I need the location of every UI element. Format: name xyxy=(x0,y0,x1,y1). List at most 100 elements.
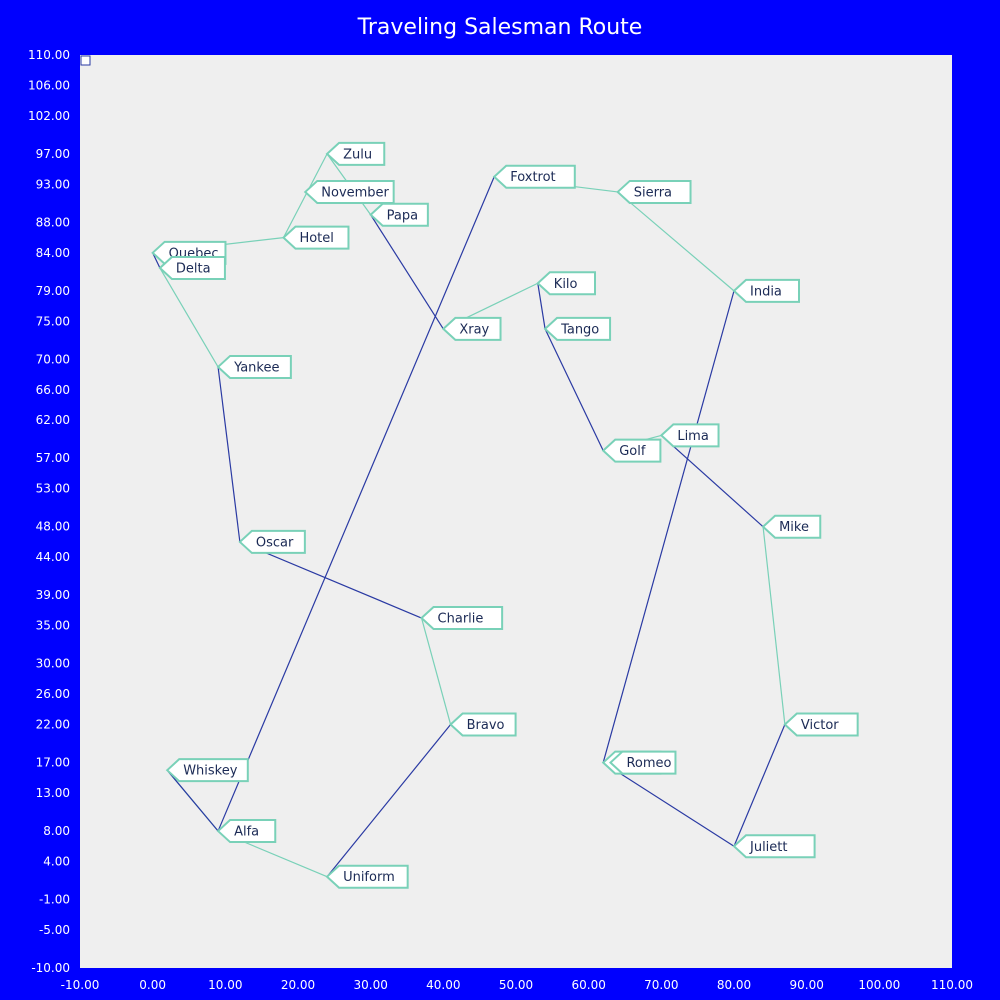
label-layer: ZuluNovemberPapaHotelQuebecDeltaYankeeOs… xyxy=(151,141,859,889)
y-tick-label: 70.00 xyxy=(36,352,70,366)
city-label-yankee: Yankee xyxy=(216,354,292,379)
city-label-text: Victor xyxy=(801,718,839,733)
city-callout-box xyxy=(325,141,386,166)
city-label-text: Romeo xyxy=(626,756,671,771)
x-tick-label: 110.00 xyxy=(931,978,973,992)
y-tick-label: 66.00 xyxy=(36,383,70,397)
y-tick-label: 22.00 xyxy=(36,718,70,732)
city-callout-box xyxy=(608,750,677,775)
city-callout-box xyxy=(158,256,226,281)
city-label-mike: Mike xyxy=(761,514,822,539)
city-label-kilo: Kilo xyxy=(536,271,596,296)
city-callout-box xyxy=(216,819,277,844)
city-callout-box xyxy=(281,225,350,250)
y-tick-label: 75.00 xyxy=(36,314,70,328)
city-label-text: Alfa xyxy=(234,825,259,840)
route-segment xyxy=(370,214,444,330)
city-callout-box xyxy=(601,438,662,463)
city-label-lima: Lima xyxy=(659,423,720,448)
city-callout-box xyxy=(325,864,409,889)
route-segment xyxy=(282,153,328,238)
route-segment xyxy=(617,191,735,292)
y-tick-label: 44.00 xyxy=(36,550,70,564)
city-callout-box xyxy=(441,316,502,341)
city-callout-box xyxy=(303,179,395,204)
y-tick-label: 35.00 xyxy=(36,619,70,633)
city-label-text: Whiskey xyxy=(183,764,238,779)
city-label-text: November xyxy=(321,185,389,200)
y-tick-label: 8.00 xyxy=(43,824,70,838)
y-tick-label: 17.00 xyxy=(36,756,70,770)
x-tick-label: 80.00 xyxy=(717,978,751,992)
route-segment xyxy=(762,526,786,725)
route-segment xyxy=(217,176,495,832)
city-label-text: Kilo xyxy=(554,277,578,292)
city-label-victor: Victor xyxy=(783,712,859,737)
x-tick-label: 70.00 xyxy=(644,978,678,992)
city-label-text: Foxtrot xyxy=(510,170,555,185)
y-axis: -10.00-5.00-1.004.008.0013.0017.0022.002… xyxy=(28,48,70,975)
city-callout-box xyxy=(543,316,612,341)
y-tick-label: 93.00 xyxy=(36,177,70,191)
city-label-juliett: Juliett xyxy=(732,834,816,859)
city-label-text: Zulu xyxy=(343,147,372,162)
x-tick-label: 60.00 xyxy=(571,978,605,992)
x-tick-label: 10.00 xyxy=(208,978,242,992)
city-callout-box xyxy=(216,354,292,379)
city-label-zulu: Zulu xyxy=(325,141,386,166)
city-label-uniform: Uniform xyxy=(325,864,409,889)
city-label-text: Golf xyxy=(619,444,646,459)
city-label-india: India xyxy=(732,278,800,303)
city-label-text: Hotel xyxy=(299,231,333,246)
city-label-text: Bravo xyxy=(467,718,505,733)
y-tick-label: 13.00 xyxy=(36,786,70,800)
route-segment xyxy=(537,283,546,329)
city-label-papa: Papa xyxy=(369,202,429,227)
city-label-text: Delta xyxy=(176,262,211,277)
city-callout-box xyxy=(536,271,596,296)
x-tick-label: 40.00 xyxy=(426,978,460,992)
y-tick-label: 110.00 xyxy=(28,48,70,62)
x-tick-label: 0.00 xyxy=(139,978,166,992)
y-tick-label: 26.00 xyxy=(36,687,70,701)
x-tick-label: 30.00 xyxy=(353,978,387,992)
city-label-text: Lima xyxy=(677,429,708,444)
city-label-delta: Delta xyxy=(158,256,226,281)
city-callout-box xyxy=(369,202,429,227)
x-tick-label: 20.00 xyxy=(281,978,315,992)
route-segment xyxy=(420,617,452,725)
x-tick-label: -10.00 xyxy=(61,978,100,992)
city-label-text: Tango xyxy=(560,322,599,337)
route-segment xyxy=(602,762,735,847)
y-tick-label: -10.00 xyxy=(31,961,70,975)
city-callout-box xyxy=(165,758,249,783)
city-callout-box xyxy=(761,514,822,539)
y-tick-label: 97.00 xyxy=(36,147,70,161)
y-tick-label: 48.00 xyxy=(36,520,70,534)
y-tick-label: 88.00 xyxy=(36,215,70,229)
plot-area xyxy=(80,55,952,968)
city-label-text: Oscar xyxy=(256,535,294,550)
x-tick-label: 50.00 xyxy=(499,978,533,992)
city-callout-box xyxy=(659,423,720,448)
city-label-golf: Golf xyxy=(601,438,662,463)
y-tick-label: 30.00 xyxy=(36,657,70,671)
city-label-oscar: Oscar xyxy=(238,529,306,554)
city-label-text: Mike xyxy=(779,520,809,535)
y-tick-label: 79.00 xyxy=(36,284,70,298)
y-tick-label: 57.00 xyxy=(36,451,70,465)
route-segment xyxy=(159,267,219,368)
city-label-text: Papa xyxy=(387,208,418,223)
y-tick-label: 84.00 xyxy=(36,246,70,260)
route-segment xyxy=(602,290,735,763)
y-tick-label: 62.00 xyxy=(36,413,70,427)
y-tick-label: -1.00 xyxy=(39,893,70,907)
city-callout-box xyxy=(616,179,692,204)
y-tick-label: 39.00 xyxy=(36,588,70,602)
city-label-whiskey: Whiskey xyxy=(165,758,249,783)
origin-marker xyxy=(80,55,91,66)
city-callout-box xyxy=(420,606,504,631)
x-tick-label: 100.00 xyxy=(858,978,900,992)
city-label-charlie: Charlie xyxy=(420,606,504,631)
